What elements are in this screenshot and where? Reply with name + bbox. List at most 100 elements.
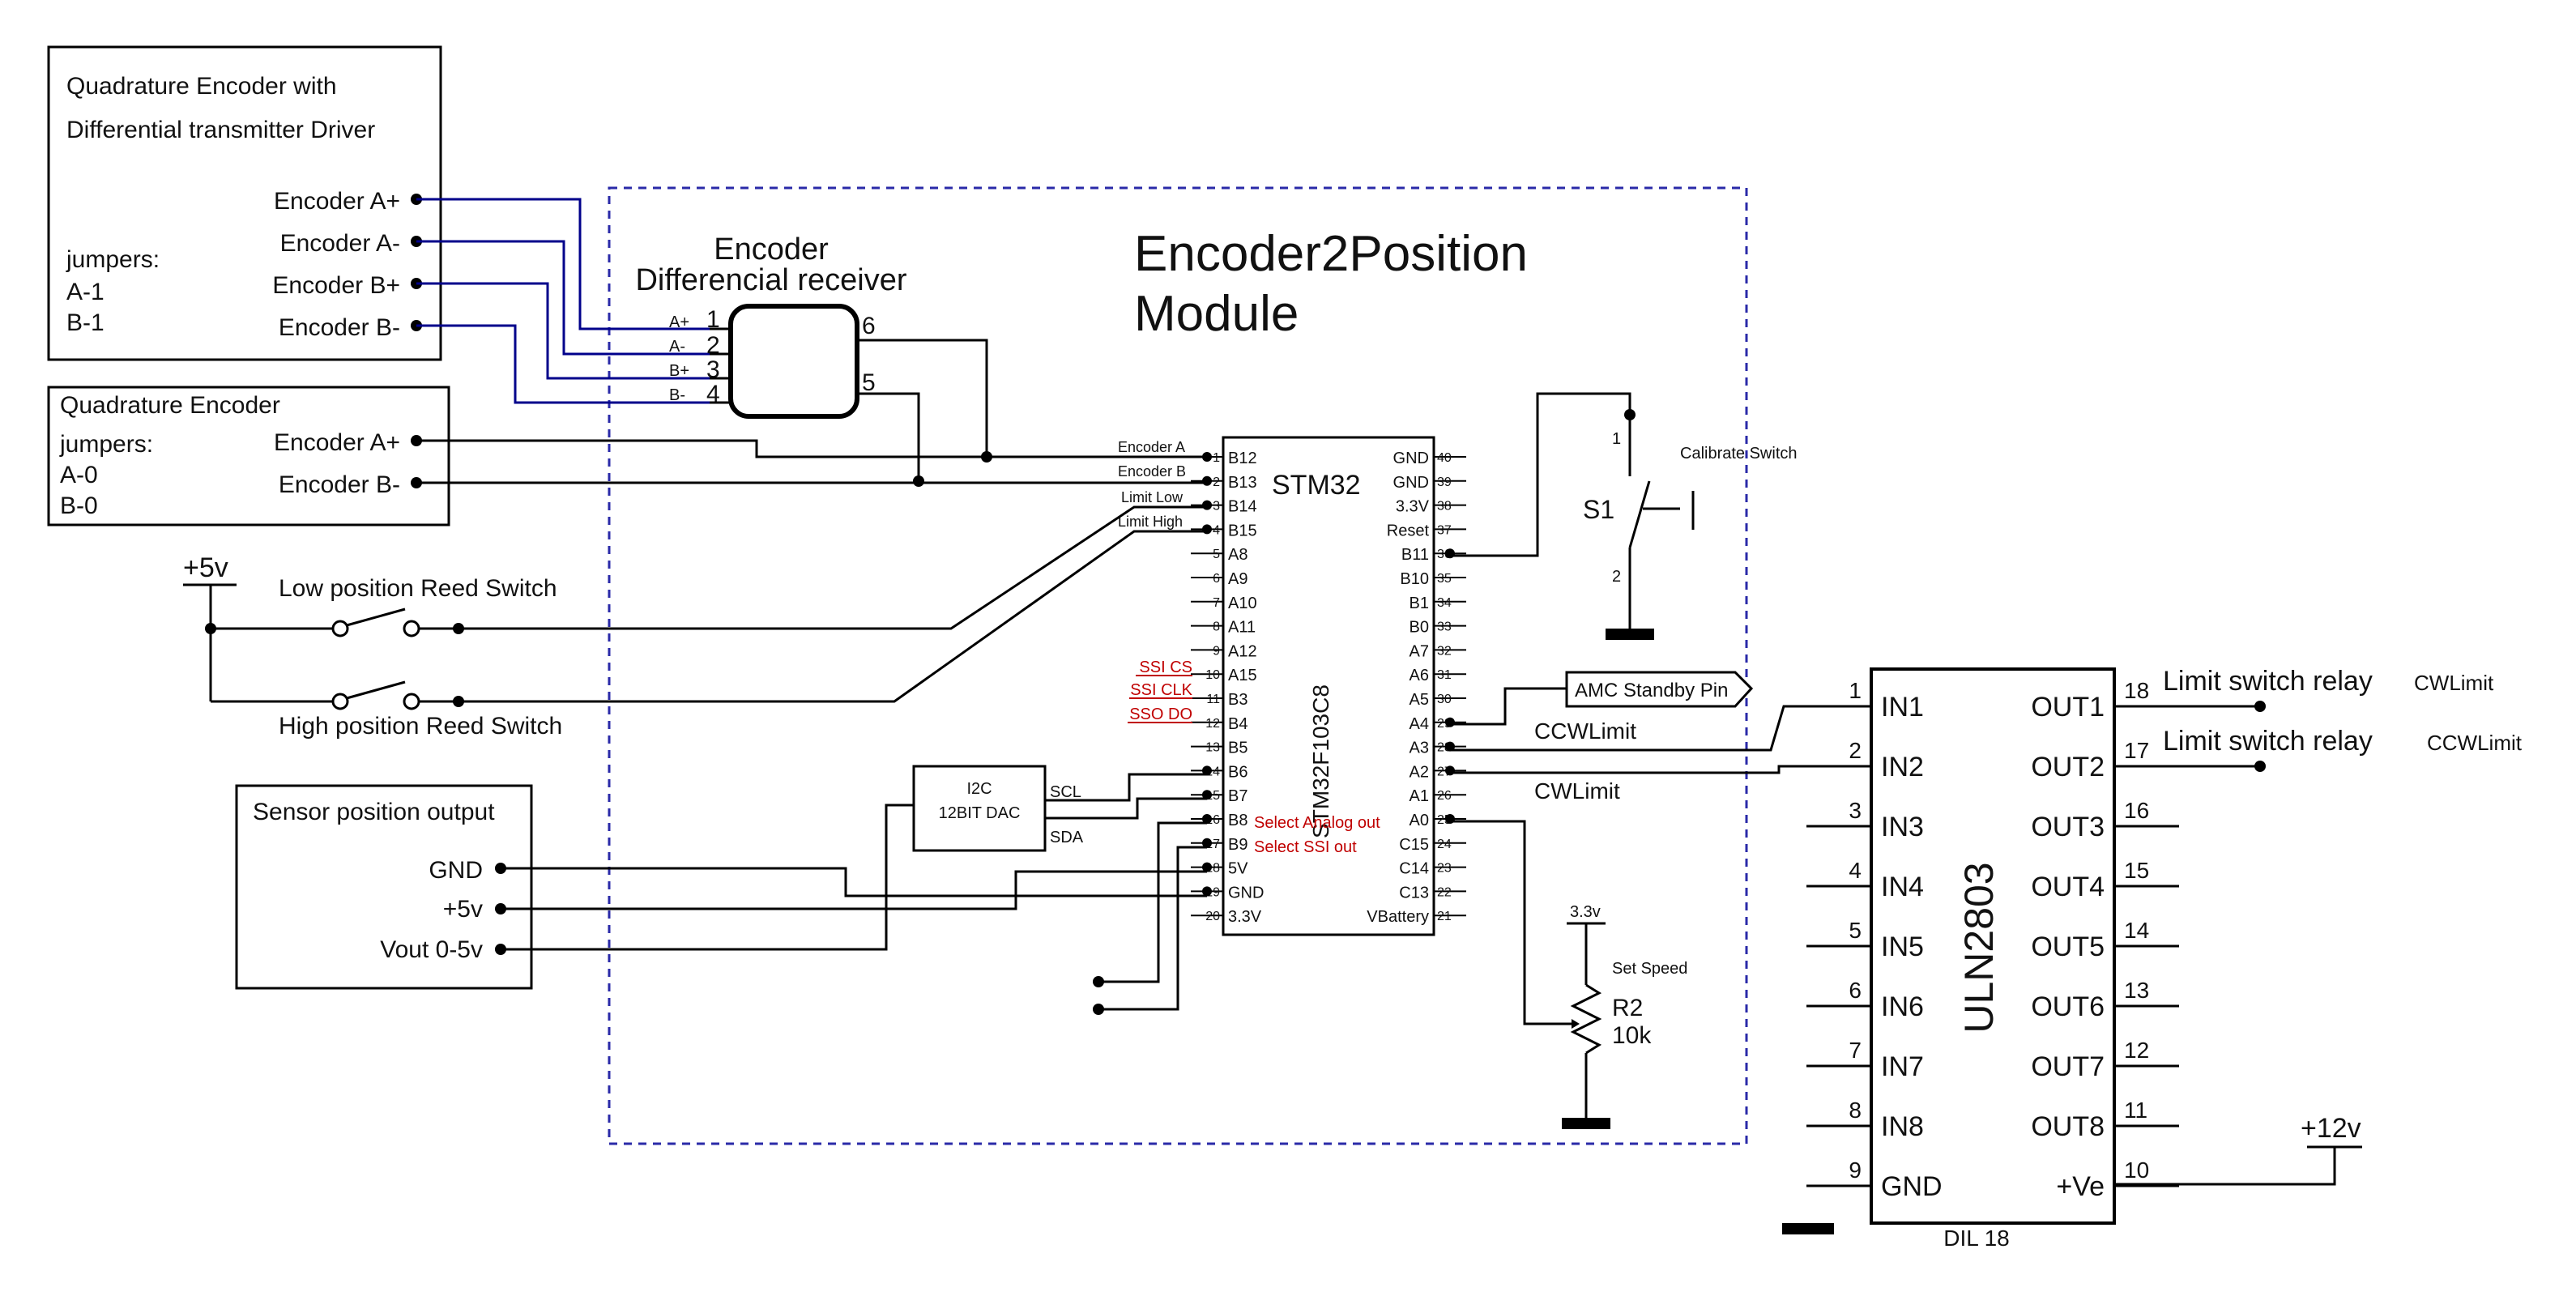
- uln-left-pin-num: 1: [1849, 678, 1862, 703]
- relay-outputs: Limit switch relay CWLimit Limit switch …: [2114, 666, 2523, 772]
- encoder-1-pin-a-plus: Encoder A+: [274, 188, 400, 215]
- uln-left-pin: IN7: [1881, 1051, 1924, 1082]
- encoder-2-jumper-b: B-0: [60, 492, 98, 519]
- supply-12v: +12v: [2301, 1113, 2361, 1144]
- stm32-right-pin-num: 38: [1437, 500, 1452, 514]
- select-analog-label: Select Analog out: [1254, 814, 1380, 832]
- uln-right-pin-num: 14: [2124, 918, 2149, 943]
- stm32-right-pin: A5: [1410, 691, 1429, 709]
- ssi-clk-label: SSI CLK: [1130, 681, 1192, 699]
- stm32-left-pin: 5V: [1228, 860, 1248, 878]
- relay-1-label: Limit switch relay: [2163, 666, 2373, 697]
- encoder-2-wires: [416, 439, 1207, 484]
- uln-right-pin: +Ve: [2056, 1171, 2105, 1202]
- sensor-pin-5v: +5v: [443, 896, 483, 923]
- stm32-left-pin-num: 12: [1205, 717, 1220, 731]
- amc-label: AMC Standby Pin: [1575, 680, 1728, 701]
- stm32-left-pin: A10: [1228, 595, 1257, 612]
- stm32-part: STM32F103C8: [1308, 684, 1333, 838]
- dac-box: [912, 765, 1047, 852]
- encoder-1-jumper-b: B-1: [66, 309, 104, 336]
- sensor-wires: [501, 804, 1207, 951]
- sensor-title: Sensor position output: [253, 799, 495, 825]
- pot-value: 10k: [1612, 1022, 1652, 1049]
- stm32-left-pin-num: 11: [1206, 693, 1220, 706]
- receiver-in-label-4: B-: [669, 386, 685, 404]
- uln-left-pin-num: 5: [1849, 918, 1862, 943]
- stm32-left-pin-num: 20: [1205, 910, 1220, 923]
- pot-supply: 3.3v: [1570, 903, 1601, 921]
- stm32-left-pin-num: 8: [1213, 620, 1220, 634]
- uln-left-pin: IN5: [1881, 932, 1924, 962]
- calibrate-switch: 1 Calibrate Switch S1 2: [1450, 392, 1798, 640]
- stm32-chip: STM32 STM32F103C8 B121B132B143B154A85A96…: [1191, 436, 1466, 936]
- stm32-right-pin-num: 26: [1437, 789, 1452, 803]
- encoder-1-title-2: Differential transmitter Driver: [66, 117, 375, 143]
- stm32-left-pin: B8: [1228, 812, 1247, 829]
- switch-pin-2: 2: [1612, 568, 1621, 586]
- receiver-out-num-5: 5: [862, 369, 876, 396]
- encoder-2-jumper-a: A-0: [60, 462, 98, 488]
- uln-left-pin: IN4: [1881, 872, 1924, 902]
- stm32-name: STM32: [1272, 470, 1361, 501]
- stm32-right-pin: A1: [1410, 787, 1429, 805]
- stm32-right-pin-num: 30: [1437, 693, 1452, 706]
- net-encoder-a: Encoder A: [1118, 439, 1185, 455]
- stm32-right-pin: C14: [1399, 860, 1429, 878]
- stm32-left-pin: GND: [1228, 884, 1264, 902]
- stm32-left-pin: 3.3V: [1228, 908, 1262, 926]
- receiver-title-1: Encoder: [714, 232, 829, 266]
- uln-right-pin-num: 17: [2124, 738, 2149, 763]
- stm32-right-pin: C13: [1399, 884, 1429, 902]
- stm32-left-pin: B7: [1228, 787, 1247, 805]
- dac-title-1: I2C: [966, 780, 992, 798]
- net-limit-low: Limit Low: [1121, 489, 1184, 505]
- uln-right-pin: OUT6: [2031, 991, 2105, 1022]
- stm32-right-pin: A4: [1410, 715, 1429, 733]
- receiver-in-num-3: 3: [706, 356, 720, 383]
- uln-right-pin: OUT2: [2031, 752, 2105, 782]
- uln-right-pin-num: 13: [2124, 978, 2149, 1003]
- stm32-right-pin: B0: [1410, 619, 1429, 637]
- encoder-2-pin-b-minus: Encoder B-: [279, 471, 400, 498]
- uln-right-pin: OUT8: [2031, 1111, 2105, 1142]
- sensor-output-block: Sensor position output GND +5v Vout 0-5v: [235, 784, 533, 990]
- encoder-1-pin-b-minus: Encoder B-: [279, 314, 400, 341]
- receiver-in-num-2: 2: [706, 332, 720, 359]
- receiver-title-2: Differencial receiver: [635, 263, 906, 297]
- stm32-right-pin-num: 34: [1437, 596, 1452, 610]
- encoder-1-jumper-a: A-1: [66, 279, 104, 305]
- uln-right-pin: OUT1: [2031, 692, 2105, 723]
- encoder-1-pin-b-plus: Encoder B+: [272, 272, 400, 299]
- limit-nets: CCWLimit CWLimit: [1450, 705, 1871, 804]
- cw-net-label: CWLimit: [1534, 778, 1620, 804]
- stm32-right-pin-num: 35: [1437, 572, 1452, 586]
- sso-do-label: SSO DO: [1129, 706, 1192, 723]
- module-title-1: Encoder2Position: [1134, 226, 1528, 282]
- encoder-1-title-1: Quadrature Encoder with: [66, 73, 337, 100]
- sensor-pin-gnd: GND: [429, 857, 483, 884]
- select-wires: [1093, 821, 1207, 1015]
- stm32-right-pin: 3.3V: [1396, 498, 1430, 516]
- pot-name: R2: [1612, 995, 1643, 1021]
- module-boundary: [608, 186, 1748, 1145]
- uln-right-pin-num: 18: [2124, 678, 2149, 703]
- stm32-left-pin-num: 6: [1213, 572, 1220, 586]
- ssi-cs-label: SSI CS: [1139, 659, 1192, 676]
- uln-right-pin: OUT5: [2031, 932, 2105, 962]
- uln-right-pin: OUT3: [2031, 812, 2105, 842]
- stm32-left-pin-num: 1: [1213, 451, 1220, 465]
- stm32-left-pin: A11: [1228, 619, 1256, 637]
- stm32-left-pin: B15: [1228, 522, 1257, 539]
- stm32-left-pin-num: 10: [1205, 668, 1220, 682]
- uln-right-pin-num: 16: [2124, 798, 2149, 823]
- dac-title-2: 12BIT DAC: [939, 804, 1021, 822]
- uln-right-pin-num: 11: [2124, 1098, 2147, 1123]
- stm32-body: [1222, 436, 1435, 936]
- uln-right-pin: OUT4: [2031, 872, 2105, 902]
- uln-package: DIL 18: [1943, 1226, 2009, 1251]
- receiver-in-label-2: A-: [669, 338, 685, 356]
- stm32-left-pin-num: 13: [1205, 741, 1220, 755]
- stm32-right-pin-num: 37: [1437, 523, 1452, 537]
- encoder-2-block: Quadrature Encoder jumpers: A-0 B-0 Enco…: [47, 386, 450, 526]
